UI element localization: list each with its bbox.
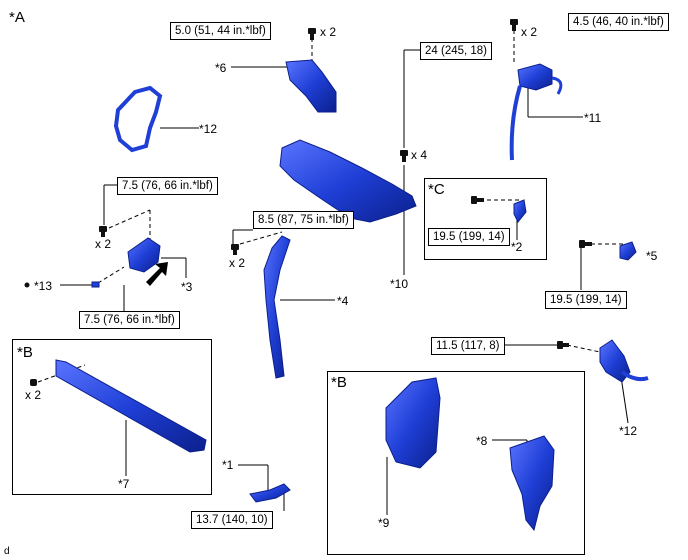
part-7-cover bbox=[55, 359, 207, 453]
bolt-icon bbox=[557, 341, 563, 349]
part-label-4: *4 bbox=[337, 294, 349, 308]
part-8-cover bbox=[509, 435, 555, 532]
torque-c: 19.5 (199, 14) bbox=[428, 228, 510, 246]
part-5-bracket bbox=[619, 241, 637, 261]
part-3-bracket bbox=[127, 237, 161, 273]
inset-c-frame bbox=[424, 178, 547, 260]
inset-b-left-frame bbox=[12, 339, 212, 495]
view-label-b-left: *B bbox=[17, 344, 33, 361]
view-label-c: *C bbox=[428, 181, 445, 198]
torque-24: 24 (245, 18) bbox=[420, 42, 493, 60]
part-label-6: *6 bbox=[215, 61, 227, 75]
bolt-icon bbox=[579, 240, 585, 248]
view-label-a: *A bbox=[9, 9, 25, 26]
bolt-icon bbox=[308, 28, 316, 34]
part-label-7: *7 bbox=[118, 477, 130, 491]
arrow-icon bbox=[146, 262, 168, 286]
part-4-stay bbox=[263, 235, 291, 379]
quantity-top-center: x 2 bbox=[320, 25, 337, 39]
part-label-9: *9 bbox=[378, 516, 390, 530]
torque-left-lower: 7.5 (76, 66 in.*lbf) bbox=[79, 311, 180, 329]
quantity-24: x 4 bbox=[411, 148, 428, 162]
torque-right: 19.5 (199, 14) bbox=[545, 291, 627, 309]
view-label-b-right: *B bbox=[331, 374, 347, 391]
bolt-icon bbox=[510, 19, 518, 25]
part-13-clip bbox=[91, 281, 100, 288]
bolt-icon bbox=[471, 196, 477, 204]
torque-11-5: 11.5 (117, 8) bbox=[431, 337, 505, 355]
part-10-manifold bbox=[279, 139, 417, 223]
torque-top-right: 4.5 (46, 40 in.*lbf) bbox=[568, 13, 669, 31]
part-2-bracket bbox=[513, 199, 527, 223]
part-label-8: *8 bbox=[476, 434, 488, 448]
quantity-left: x 2 bbox=[95, 237, 112, 251]
inset-b-right-frame bbox=[327, 371, 585, 555]
quantity-top-right: x 2 bbox=[521, 25, 538, 39]
part-label-10: *10 bbox=[390, 277, 409, 291]
part-11-hose bbox=[517, 63, 553, 91]
part-label-2: *2 bbox=[511, 240, 523, 254]
bolt-icon bbox=[99, 226, 107, 232]
bolt-icon bbox=[30, 379, 37, 386]
part-label-12-right: *12 bbox=[619, 424, 638, 438]
quantity-b: x 2 bbox=[25, 388, 42, 402]
part-label-12-top: *12 bbox=[199, 122, 218, 136]
figure-code: d bbox=[4, 546, 10, 557]
part-6-duct bbox=[285, 59, 337, 113]
part-1-pipe bbox=[249, 483, 291, 503]
torque-13-7: 13.7 (140, 10) bbox=[191, 511, 273, 529]
bolt-icon bbox=[400, 150, 408, 156]
part-label-11: *11 bbox=[584, 111, 602, 125]
marker-dot-icon bbox=[24, 282, 30, 288]
part-label-5: *5 bbox=[646, 249, 658, 263]
part-label-1: *1 bbox=[222, 458, 234, 472]
part-label-13: *13 bbox=[34, 279, 53, 293]
part-12-bracket bbox=[113, 85, 163, 153]
torque-top-center: 5.0 (51, 44 in.*lbf) bbox=[170, 22, 271, 40]
part-9-cover bbox=[385, 377, 441, 469]
bolt-icon bbox=[231, 244, 239, 250]
quantity-mid: x 2 bbox=[229, 256, 246, 270]
torque-left-upper: 7.5 (76, 66 in.*lbf) bbox=[117, 177, 218, 195]
torque-mid: 8.5 (87, 75 in.*lbf) bbox=[253, 211, 354, 229]
part-label-3: *3 bbox=[181, 280, 193, 294]
